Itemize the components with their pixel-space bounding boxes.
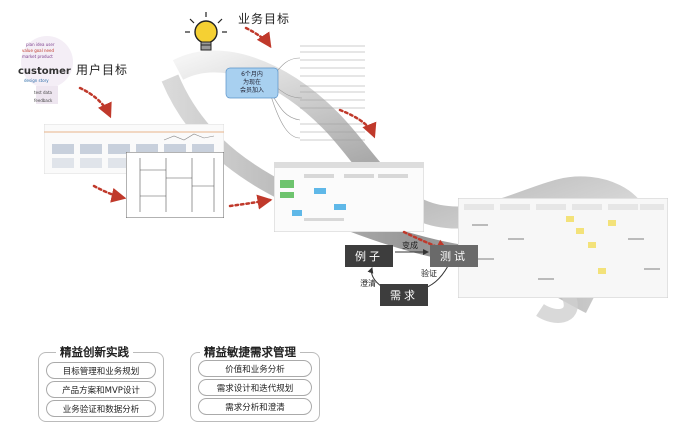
edge-label-clarify: 澄清 — [360, 279, 376, 288]
requirement-node: 需求 — [380, 284, 428, 306]
customer-cloud-bulb: plan idea user value goal need market pr… — [18, 36, 73, 104]
wireframe-screenshot — [274, 162, 424, 232]
example-node: 例子 — [345, 245, 393, 267]
edge-label-becomes: 变成 — [402, 241, 418, 250]
group-item: 价值和业务分析 — [198, 360, 312, 377]
svg-text:feedback: feedback — [34, 98, 53, 103]
group-item: 目标管理和业务规划 — [46, 362, 156, 379]
mindmap-center-node — [225, 67, 279, 99]
group-item: 业务验证和数据分析 — [46, 400, 156, 417]
mindmap-center-text: 6个月内 为现在 会员加入 — [239, 71, 264, 94]
edge-label-verify: 验证 — [421, 269, 437, 278]
group-item: 需求设计和迭代规划 — [198, 379, 312, 396]
goal-mindmap — [225, 45, 365, 141]
user-goal-label: 用户目标 — [76, 63, 129, 77]
lightbulb-icon — [185, 12, 227, 51]
svg-text:market product: market product — [22, 54, 53, 59]
svg-text:value goal need: value goal need — [22, 48, 54, 53]
group-title: 精益敏捷需求管理 — [200, 344, 300, 360]
group-title: 精益创新实践 — [56, 344, 133, 360]
business-goal-label: 业务目标 — [238, 12, 291, 26]
group-item: 产品方案和MVP设计 — [46, 381, 156, 398]
kanban-board-thumbnail — [458, 198, 668, 298]
svg-text:plan idea user: plan idea user — [26, 42, 55, 47]
sequence-diagram-thumbnail — [126, 152, 224, 218]
test-node: 测试 — [430, 245, 478, 267]
cloud-word: customer — [18, 66, 71, 77]
svg-text:test data: test data — [34, 90, 53, 95]
svg-text:design story: design story — [24, 78, 49, 83]
group-item: 需求分析和澄清 — [198, 398, 312, 415]
